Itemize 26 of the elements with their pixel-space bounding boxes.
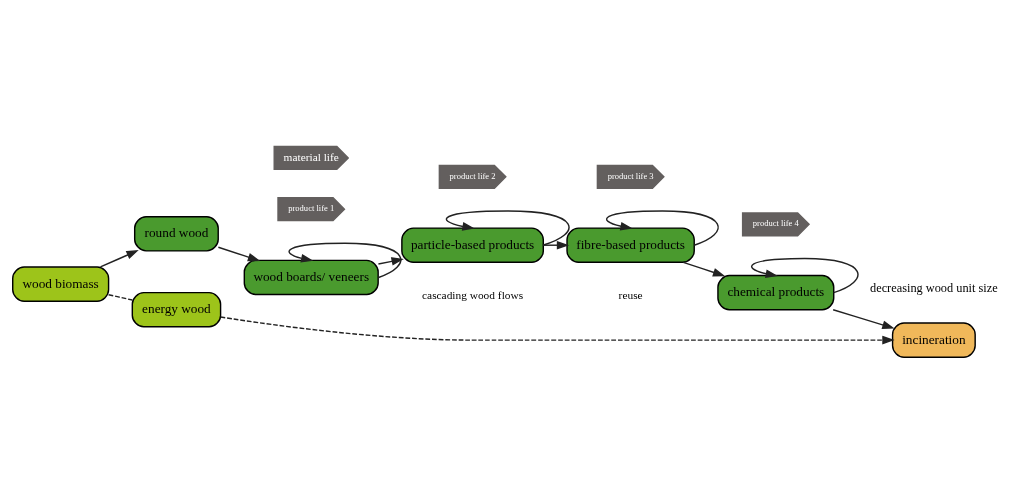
connector xyxy=(107,294,133,301)
arrow xyxy=(99,250,139,268)
node-box: energy wood xyxy=(131,291,222,328)
label: material life xyxy=(283,150,339,163)
node-box: wood biomass xyxy=(12,266,110,302)
arrow xyxy=(219,316,895,345)
legend-label: cascading wood flows xyxy=(422,289,524,302)
label: product life 2 xyxy=(449,170,496,181)
node-box: fibre-based products xyxy=(566,227,695,263)
node-box: wood boards/ veneers xyxy=(243,259,379,296)
arrow xyxy=(682,261,726,277)
arrow xyxy=(288,242,402,279)
arrow xyxy=(445,210,570,246)
node-box: incineration xyxy=(891,322,976,358)
arrow xyxy=(377,257,404,266)
node-box: round wood xyxy=(134,216,219,252)
label: product life 3 xyxy=(607,170,654,181)
label: product life 1 xyxy=(288,203,335,214)
label: product life 4 xyxy=(752,218,799,229)
label: decreasing wood unit size xyxy=(870,281,998,296)
legend-label: reuse xyxy=(618,289,643,302)
arrow xyxy=(542,240,570,250)
node-box: particle-based products xyxy=(401,227,544,263)
arrow xyxy=(217,246,261,262)
arrow xyxy=(832,309,895,329)
node-box: chemical products xyxy=(717,274,835,311)
